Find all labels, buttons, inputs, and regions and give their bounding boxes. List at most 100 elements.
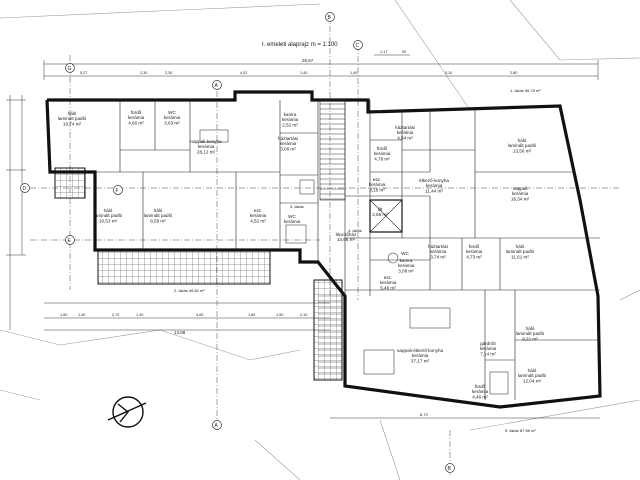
room-label-line: gardrób bbox=[480, 341, 496, 346]
room-label-line: kerámia bbox=[284, 219, 301, 224]
room-label-line: WC bbox=[168, 110, 176, 115]
bottom-overall-dimension: 13,88 bbox=[174, 330, 186, 335]
top-overall-dimension: 26,67 bbox=[302, 58, 314, 63]
room-label-line: kerámia bbox=[397, 130, 414, 135]
room-label-line: kerámia bbox=[480, 346, 497, 351]
room-label-line: 3,08 m² bbox=[398, 268, 414, 273]
room-label-line: laminált padló bbox=[144, 213, 173, 218]
room-label-line: 4,52 m² bbox=[250, 218, 266, 223]
lift-cross-2 bbox=[369, 199, 403, 233]
room-label-line: kerámia bbox=[398, 263, 415, 268]
grid-label-7: D bbox=[23, 186, 27, 192]
room-label-line: 3,74 m² bbox=[430, 254, 446, 259]
grid-label-6: B bbox=[448, 466, 452, 472]
room-label-line: háló bbox=[518, 138, 527, 143]
grid-label-9: F bbox=[116, 188, 119, 194]
dim-bottom-4: 1,40 bbox=[136, 313, 143, 317]
dim-top-9: 1,17 bbox=[380, 50, 387, 54]
room-label-line: háztartási bbox=[278, 136, 298, 141]
drawing-title: I. emeleti alaprajz m = 1:100 bbox=[262, 42, 338, 48]
room-label-line: nappali-konyha bbox=[190, 139, 222, 144]
grid-label-3: B bbox=[328, 15, 332, 21]
lift-shaft bbox=[369, 199, 403, 233]
room-label-line: 2,52 m² bbox=[282, 122, 298, 127]
dim-bottom-3: 2,70 bbox=[112, 313, 119, 317]
room-label-line: kerámia bbox=[512, 191, 529, 196]
room-label-line: 4,94 m² bbox=[397, 135, 413, 140]
room-label-line: kerámia bbox=[380, 280, 397, 285]
room-label-line: lépcsőház bbox=[336, 232, 357, 237]
room-label-line: laminált padló bbox=[506, 249, 535, 254]
room-label-line: nappali bbox=[513, 186, 528, 191]
room-label-line: laminált padló bbox=[516, 331, 545, 336]
interior-walls bbox=[95, 100, 600, 400]
left-dimension-chain bbox=[6, 95, 26, 330]
room-label-line: háló bbox=[528, 368, 537, 373]
room-label-line: kerámia bbox=[374, 151, 391, 156]
room-label-line: laminált padló bbox=[94, 213, 123, 218]
furniture bbox=[199, 129, 509, 395]
dim-bottom-2: 1,40 bbox=[78, 313, 85, 317]
room-label-line: 10,66 m² bbox=[337, 237, 356, 242]
room-label-line: nappali-étkező-konyha bbox=[397, 348, 444, 353]
staircase bbox=[318, 99, 346, 375]
room-label-line: fürdő bbox=[131, 110, 142, 115]
room-label-line: 9,21 m² bbox=[522, 336, 538, 341]
top-dimension-chain: 26,67 5,27 2,30 2,30 4,02 1,40 1,40 3,10… bbox=[43, 50, 599, 80]
room-label-line: háló bbox=[104, 208, 113, 213]
room-label-line: kamra bbox=[284, 112, 297, 117]
room-label-line: háló bbox=[516, 244, 525, 249]
room-label-line: 8,58 m² bbox=[150, 218, 166, 223]
apartment-2-note: 2. lakás 46,82 m² bbox=[174, 288, 205, 293]
room-label-line: fürdő bbox=[475, 384, 486, 389]
room-label-line: fürdő bbox=[377, 146, 388, 151]
apartment-4-note: 4. lakás bbox=[348, 228, 362, 233]
dim-top-1: 5,27 bbox=[80, 71, 87, 75]
room-label-line: 7,14 m² bbox=[480, 351, 496, 356]
structural-grid bbox=[30, 15, 620, 475]
room-label-line: háztartási bbox=[395, 125, 415, 130]
dim-top-5: 1,40 bbox=[300, 71, 307, 75]
room-label-line: esz. bbox=[373, 177, 381, 182]
room-label-line: laminált padló bbox=[508, 143, 537, 148]
room-label-line: kerámia bbox=[250, 213, 267, 218]
bottom-dimension-chain: 13,88 8,73 1,60 1,40 2,70 1,40 4,65 1,80… bbox=[44, 302, 600, 419]
room-label-line: WC bbox=[288, 214, 296, 219]
room-label-line: laminált padló bbox=[58, 116, 87, 121]
dim-bottom-1: 1,60 bbox=[60, 313, 67, 317]
dim-bottom-7: 1,90 bbox=[276, 313, 283, 317]
dim-top-10: 90 bbox=[402, 50, 406, 54]
room-label-line: kerámia bbox=[128, 115, 145, 120]
room-label-line: 3,63 m² bbox=[164, 120, 180, 125]
grid-markers: G A B C A B D E F bbox=[20, 12, 455, 473]
room-label-line: kamra bbox=[400, 258, 413, 263]
room-label-line: háló bbox=[68, 111, 77, 116]
room-label-line: kerámia bbox=[426, 183, 443, 188]
room-label-line: 4,60 m² bbox=[128, 120, 144, 125]
room-label-line: kerámia bbox=[466, 249, 483, 254]
room-label-line: kerámia bbox=[280, 141, 297, 146]
room-label-line: 12,04 m² bbox=[523, 378, 542, 383]
exterior-walls bbox=[45, 90, 602, 409]
dim-bottom-8: 2,10 bbox=[300, 313, 307, 317]
dim-top-4: 4,02 bbox=[240, 71, 247, 75]
room-label-line: fürdő bbox=[469, 244, 480, 249]
room-label-line: 4,73 m² bbox=[466, 254, 482, 259]
room-label-line: esz. bbox=[254, 208, 262, 213]
room-label-line: 28,12 m² bbox=[197, 149, 216, 154]
room-label-line: kerámia bbox=[430, 249, 447, 254]
apartment-3-note: 3. lakás bbox=[290, 204, 304, 209]
